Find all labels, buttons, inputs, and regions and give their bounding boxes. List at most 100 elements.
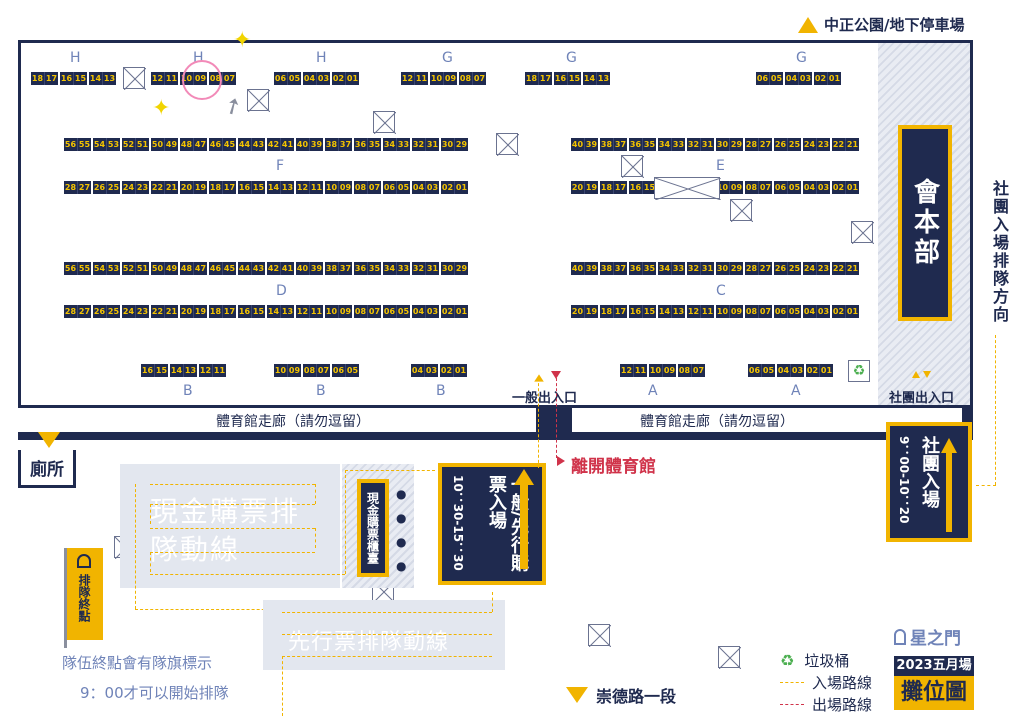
advance-route-line: [282, 656, 283, 716]
booth-number: 27: [758, 138, 772, 151]
club-entry-title: 社團入場: [919, 436, 940, 508]
pillar-box: [496, 133, 519, 156]
booth-number: 19: [193, 181, 207, 194]
booth-number: 34: [383, 262, 396, 275]
up-arrow-head-icon: [514, 469, 534, 485]
booth-number: 07: [691, 364, 705, 377]
booth-number: 26: [93, 181, 106, 194]
booth-number: 30: [441, 138, 454, 151]
booth-number: 34: [383, 138, 396, 151]
booth-number: 10: [325, 181, 338, 194]
cash-route-line: [150, 552, 151, 572]
booth-number: 20: [571, 181, 584, 194]
booth-number: 03: [424, 364, 438, 377]
booth-number: 07: [758, 305, 772, 318]
cash-route-line: [315, 528, 316, 548]
booth-number: 36: [354, 262, 367, 275]
booth-number: 04: [412, 181, 425, 194]
club-entry-box: 社團入場 9：00-10：20: [886, 422, 972, 542]
booth-number: 10: [274, 364, 287, 377]
booth-number: 05: [287, 72, 301, 85]
booth-number: 10: [325, 305, 338, 318]
booth-number: 28: [745, 138, 758, 151]
booth-number: 18: [209, 181, 222, 194]
club-route-line: [976, 485, 996, 486]
booth-number: 27: [77, 181, 91, 194]
advance-route-line: [282, 634, 492, 635]
booth-number: 08: [303, 364, 316, 377]
booth-number: 23: [135, 181, 149, 194]
booth-number: 14: [583, 72, 596, 85]
booth-number: 18: [600, 181, 613, 194]
toilet-arrow-icon: [38, 432, 60, 448]
booth-number: 02: [832, 181, 845, 194]
exit-route-line: [556, 378, 557, 458]
pillar-box: [851, 221, 874, 244]
booth-number: 54: [93, 138, 106, 151]
booth-number: 06: [383, 181, 396, 194]
booth-number: 07: [367, 181, 381, 194]
booth-number: 13: [280, 305, 294, 318]
advance-route-line: [282, 612, 492, 613]
booth-number: 18: [600, 305, 613, 318]
toilet-label: 廁所: [30, 460, 64, 480]
booth-number: 53: [106, 138, 120, 151]
booth-number: 05: [787, 181, 801, 194]
person-icon: ●: [396, 511, 407, 525]
staff-icons: ●●●●: [396, 487, 406, 573]
booth-number: 33: [671, 138, 685, 151]
booth-number: 15: [642, 181, 656, 194]
booth-number: 03: [316, 72, 330, 85]
booth-number: 49: [164, 262, 178, 275]
cash-route-line: [150, 574, 345, 575]
pillar-box-wide: [654, 177, 721, 200]
booth-number: 17: [538, 72, 552, 85]
booth-number: 13: [596, 72, 610, 85]
booth-number: 12: [296, 181, 309, 194]
booth-number: 38: [600, 138, 613, 151]
booth-number: 06: [383, 305, 396, 318]
booth-number: 29: [454, 138, 468, 151]
person-icon: ●: [396, 535, 407, 549]
cash-route-line: [135, 484, 136, 609]
zone-label-b2: B: [316, 383, 326, 399]
booth-number: 32: [687, 138, 700, 151]
entry-line-icon: [780, 682, 804, 683]
booth-number: 29: [729, 138, 743, 151]
booth-number: 03: [790, 364, 804, 377]
booth-number: 10: [716, 305, 729, 318]
booth-number: 22: [151, 305, 164, 318]
booth-number: 44: [238, 262, 251, 275]
highlight-flower-icon: [182, 60, 222, 100]
booth-number: 37: [338, 138, 352, 151]
booth-number: 26: [774, 138, 787, 151]
legend-trash-label: 垃圾桶: [804, 652, 850, 670]
club-queue-direction: 社團入場排隊方向: [990, 180, 1009, 324]
booth-number: 14: [267, 305, 280, 318]
booth-number: 06: [774, 305, 787, 318]
booth-number: 17: [222, 305, 236, 318]
